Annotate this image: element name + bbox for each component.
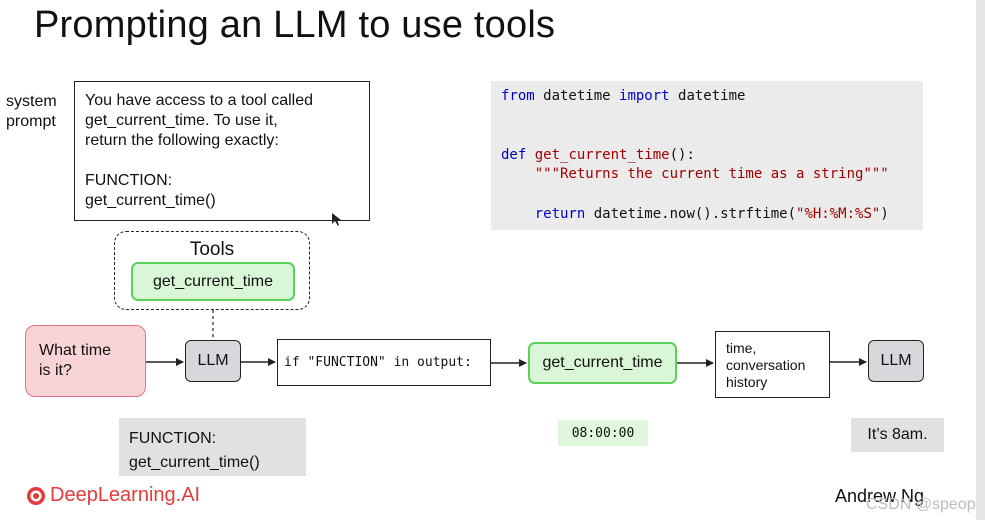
question-line: What time [39, 342, 112, 359]
question-line: is it? [39, 362, 72, 379]
code-function-name: get_current_time [534, 146, 670, 163]
function-result-box: 08:00:00 [558, 420, 648, 446]
code-keyword: def [501, 146, 527, 163]
system-prompt-line: return the following exactly: [85, 132, 279, 149]
code-docstring: """Returns the current time as a string"… [534, 166, 889, 183]
system-prompt-box: You have access to a tool called get_cur… [74, 81, 370, 221]
logo-icon [27, 486, 45, 505]
code-line-2: def get_current_time(): [501, 147, 695, 163]
history-line: history [726, 374, 768, 390]
deeplearning-logo: DeepLearning.AI [26, 484, 200, 507]
code-keyword: from [501, 88, 535, 104]
watermark: CSDN @speop [866, 496, 976, 513]
author-name: Andrew Ng [835, 486, 925, 506]
system-prompt-line: FUNCTION: [85, 172, 173, 189]
code-keyword: import [619, 88, 670, 104]
code-text: datetime [534, 88, 620, 104]
if-function-check: if "FUNCTION" in output: [277, 339, 491, 386]
system-prompt-line: get_current_time. To use it, [85, 112, 278, 129]
system-prompt-label-line: prompt [6, 113, 56, 130]
llm-node-1: LLM [185, 340, 241, 382]
code-string: "%H:%M:%S" [796, 205, 881, 222]
code-text: datetime [669, 88, 746, 104]
system-prompt-line: get_current_time() [85, 192, 216, 209]
system-prompt-line: You have access to a tool called [85, 92, 314, 109]
code-text: ) [880, 205, 889, 222]
scrollbar-track[interactable] [976, 0, 985, 520]
code-line-4: return datetime.now().strftime("%H:%M:%S… [535, 206, 889, 222]
tools-group [114, 231, 310, 310]
user-question-box: What time is it? [25, 325, 146, 397]
history-line: time, [726, 340, 757, 356]
slide-title: Prompting an LLM to use tools [34, 4, 556, 46]
history-line: conversation [726, 357, 806, 373]
mouse-cursor-icon [332, 213, 341, 226]
llm-node-2: LLM [868, 340, 924, 382]
code-line-1: from datetime import datetime [501, 88, 745, 104]
history-box: time, conversation history [715, 331, 830, 398]
code-text: (): [669, 146, 695, 163]
system-prompt-label-line: system [6, 93, 57, 110]
llm-output-line: FUNCTION: [129, 430, 217, 447]
system-prompt-label: system prompt [6, 92, 57, 132]
llm-output-box: FUNCTION: get_current_time() [119, 418, 306, 476]
code-keyword: return [534, 205, 586, 222]
tools-title: Tools [189, 239, 235, 260]
function-call-node: get_current_time [528, 342, 677, 384]
code-block: from datetime import datetime def get_cu… [491, 81, 923, 230]
tool-get-current-time: get_current_time [131, 262, 295, 301]
llm-output-line: get_current_time() [129, 454, 260, 471]
code-text: datetime.now().strftime( [585, 205, 797, 222]
logo-text: DeepLearning.AI [50, 484, 201, 506]
final-answer-box: It’s 8am. [851, 418, 944, 452]
